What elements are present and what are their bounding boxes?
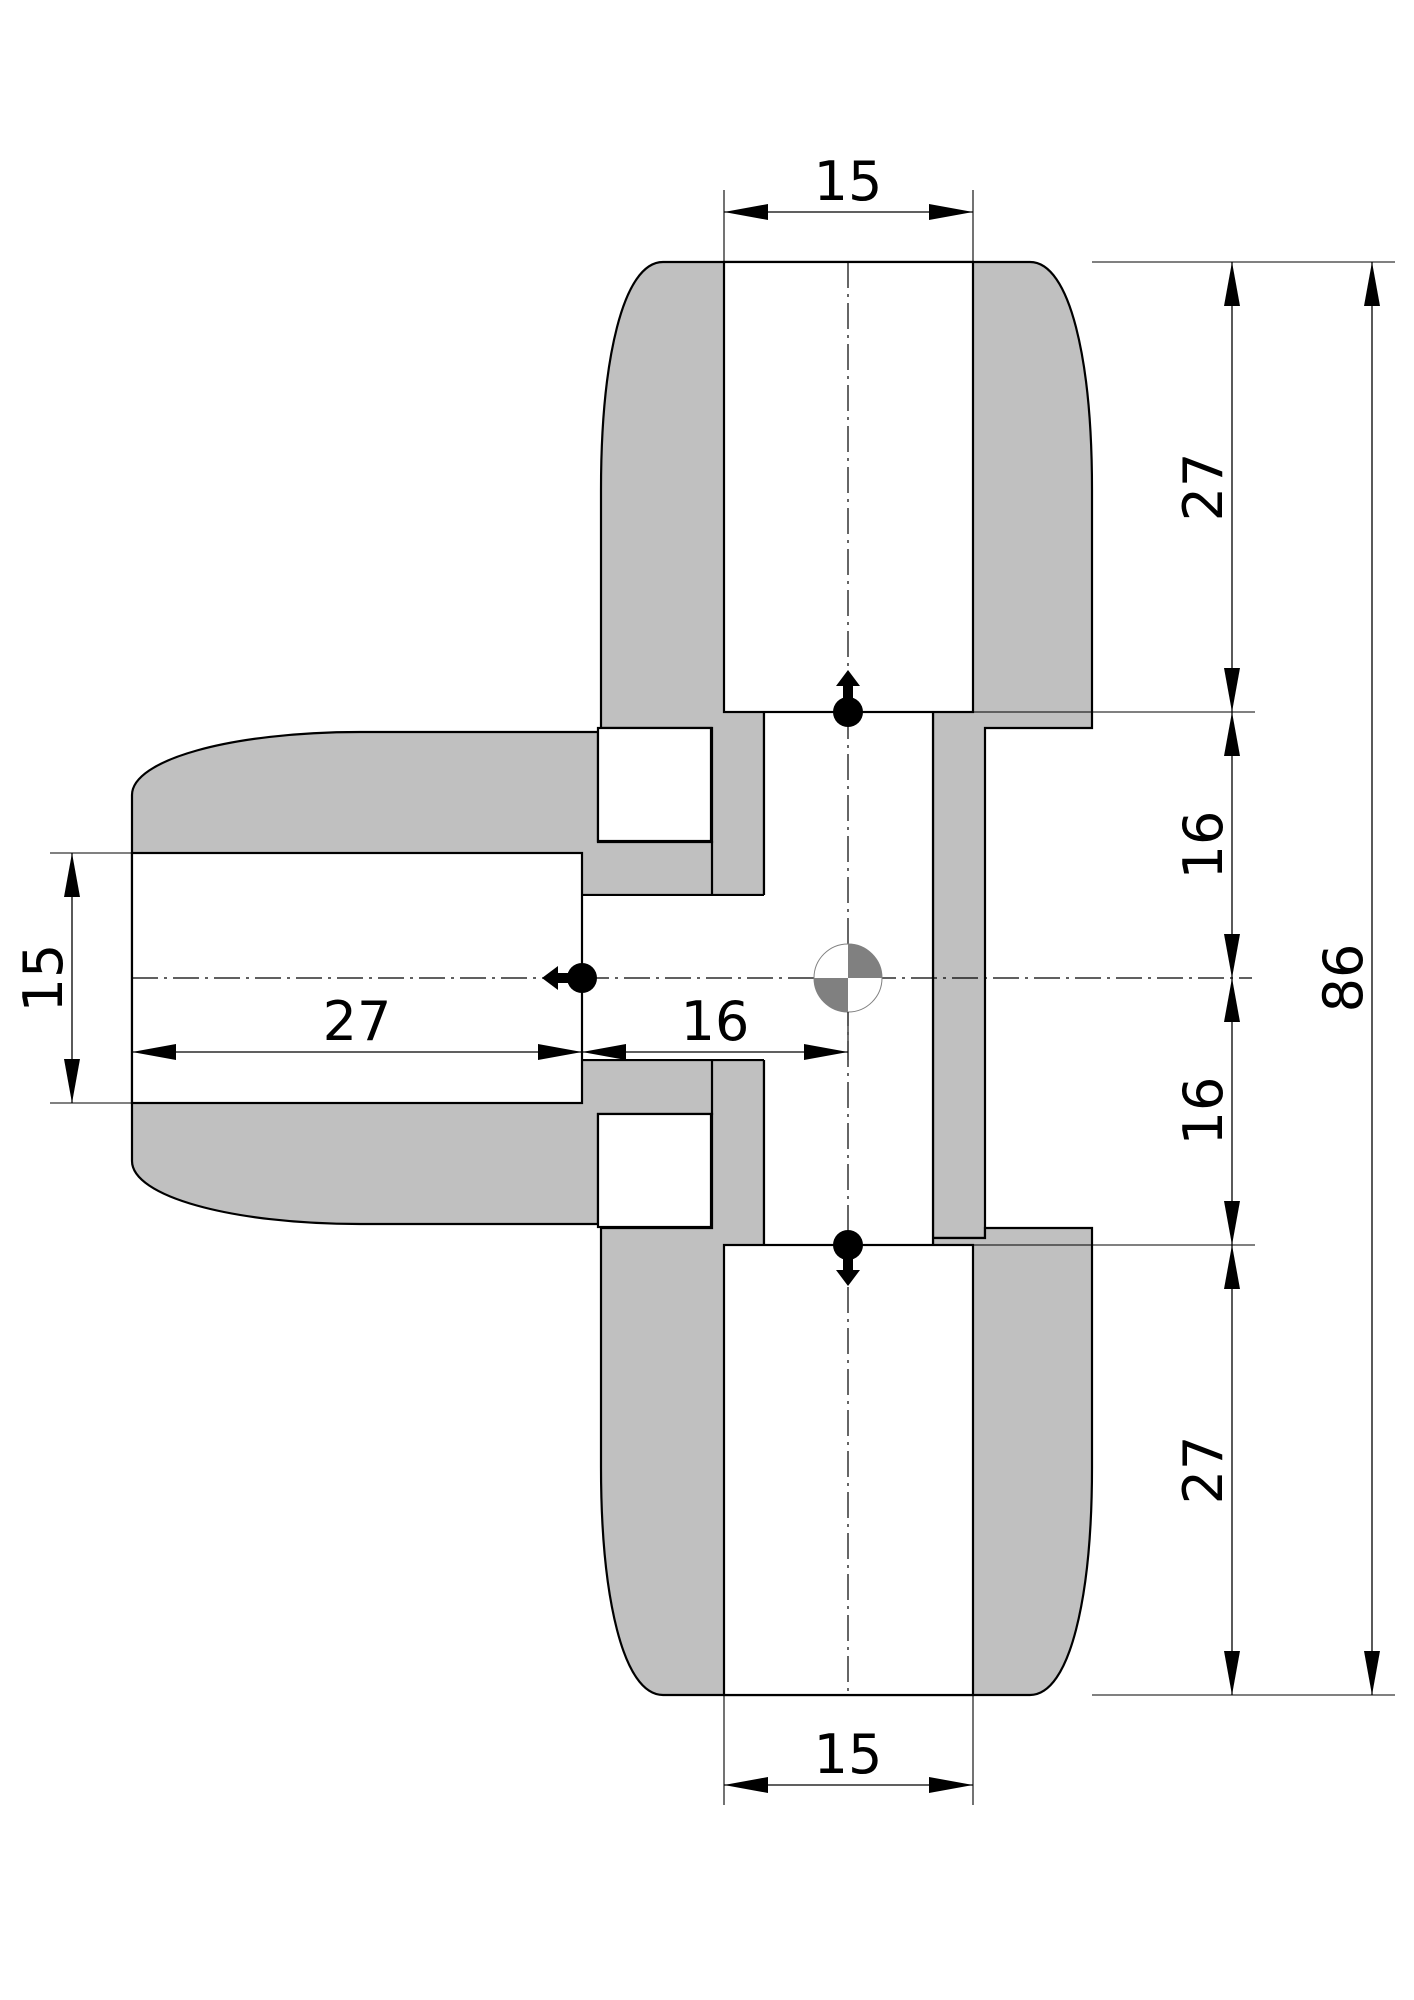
top-left-recess (596, 726, 713, 843)
dim-left-bore-width: 15 (12, 852, 132, 1104)
dim-top-bore-width: 15 (723, 150, 974, 262)
dim-left-to-center: 16 (582, 990, 849, 1060)
dim-bottom-bore-width: 15 (723, 1695, 974, 1805)
dim-label: 27 (1172, 1436, 1235, 1505)
dim-label: 16 (681, 990, 750, 1053)
bottom-left-recess (596, 1112, 713, 1229)
left-arrow-port-icon (542, 963, 597, 993)
dim-label: 16 (1172, 1077, 1235, 1146)
center-mark-icon (813, 943, 883, 1013)
dim-left-bore-depth: 27 (132, 990, 582, 1060)
dim-label: 16 (1172, 811, 1235, 880)
dim-right-chain: 27 16 16 27 (973, 261, 1395, 1696)
dim-label: 15 (814, 150, 883, 213)
dim-label: 15 (12, 944, 75, 1013)
dim-label: 86 (1312, 944, 1375, 1013)
dim-label: 27 (323, 990, 392, 1053)
dim-label: 15 (814, 1723, 883, 1786)
up-arrow-port-icon (833, 670, 863, 727)
down-arrow-port-icon (833, 1230, 863, 1286)
dim-overall-height: 86 (1312, 262, 1380, 1695)
dim-label: 27 (1172, 453, 1235, 522)
